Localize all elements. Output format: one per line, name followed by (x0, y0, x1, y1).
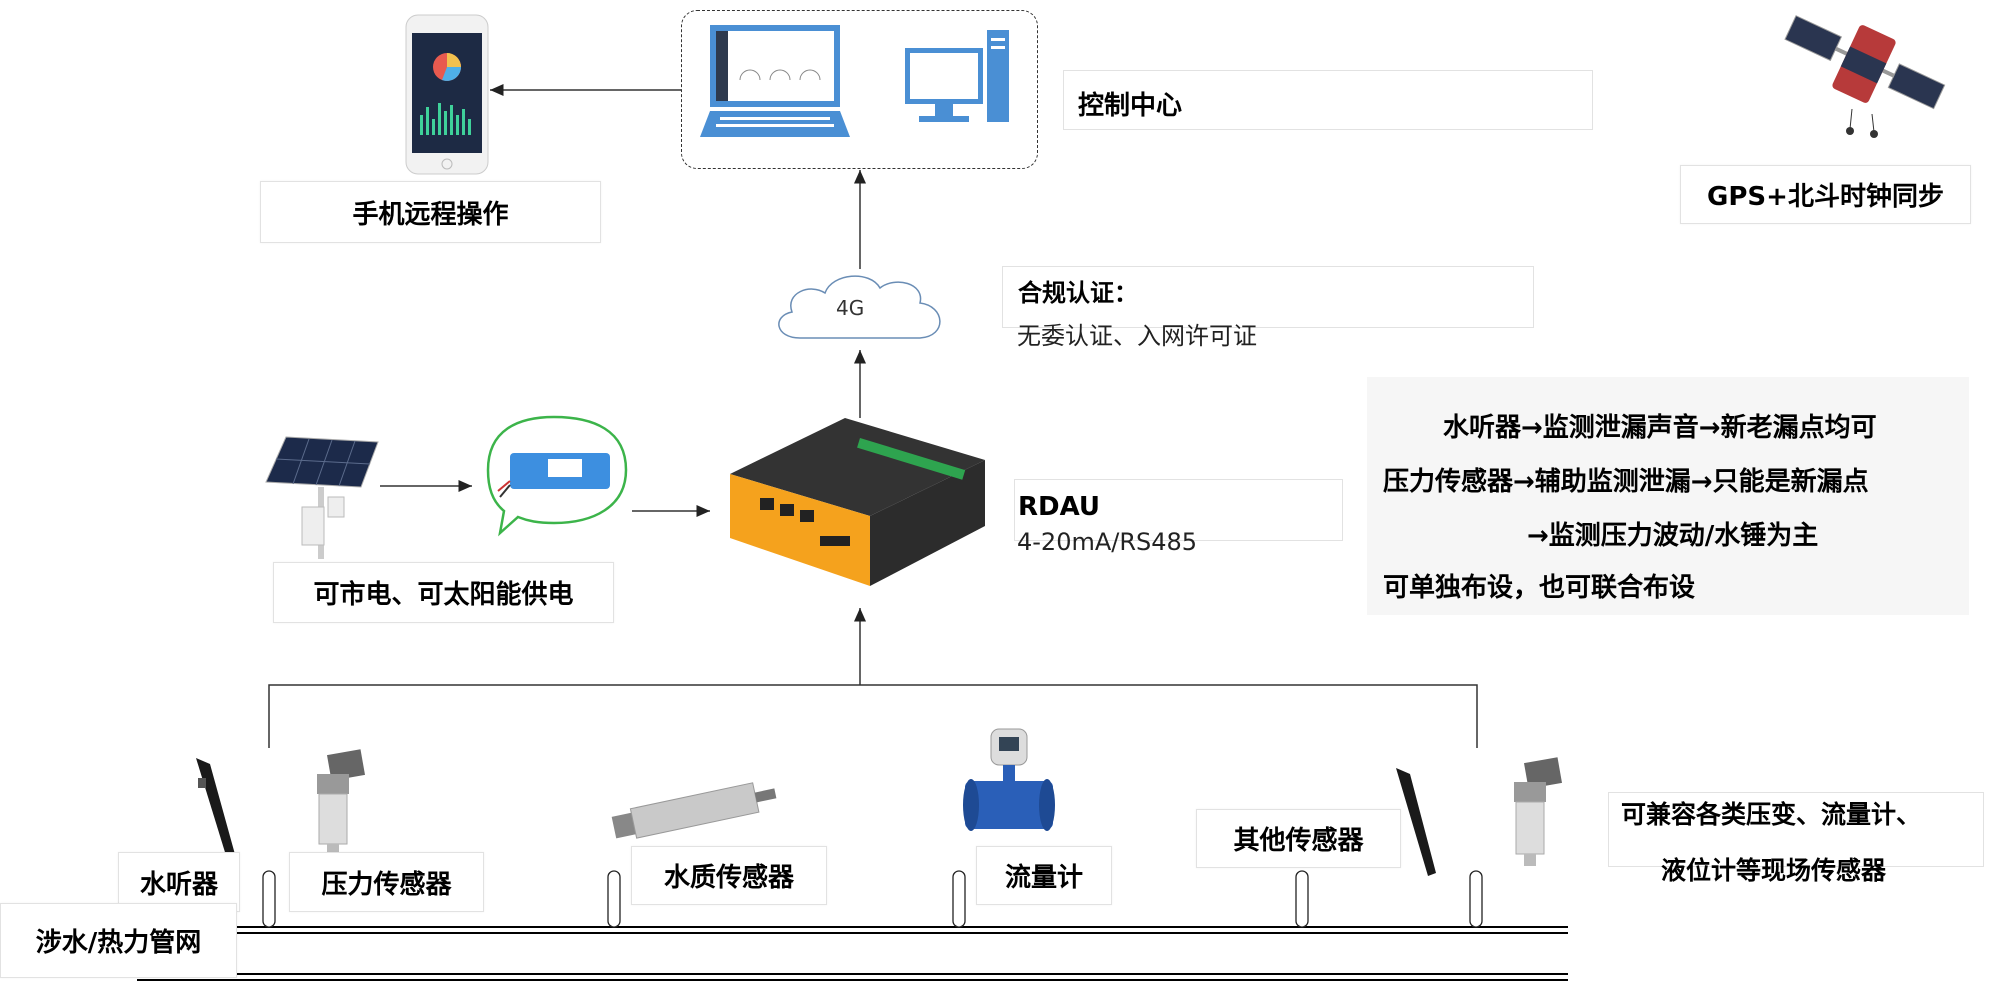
rdau-router-icon (730, 418, 985, 586)
desktop-computer-icon (905, 30, 1009, 122)
compliance-detail: 无委认证、入网许可证 (1017, 322, 1257, 350)
other-sensor-label: 其他传感器 (1196, 809, 1401, 868)
pressure-sensor-label: 压力传感器 (289, 852, 484, 912)
flow-meter-icon (963, 728, 1055, 831)
note-hydrophone: 水听器→监测泄漏声音→新老漏点均可 (1443, 413, 1877, 443)
hydrophone-icon (196, 758, 236, 862)
pipe-network-label: 涉水/热力管网 (0, 903, 237, 978)
other-sensor-probe-icon (1396, 768, 1436, 876)
compat-line-2: 液位计等现场传感器 (1661, 856, 1887, 885)
flow-meter-label: 流量计 (976, 846, 1112, 905)
note-pressure: 压力传感器→辅助监测泄漏→只能是新漏点 (1383, 467, 1869, 497)
compat-line-1: 可兼容各类压变、流量计、 (1621, 800, 1922, 829)
sensor-bus (268, 684, 1478, 748)
rdau-box: RDAU (1014, 479, 1343, 541)
note-pressure-2: →监测压力波动/水锤为主 (1527, 521, 1819, 551)
control-center-box: 控制中心 (1063, 70, 1593, 130)
compliance-title: 合规认证： (1018, 279, 1138, 307)
hydrophone-label: 水听器 (118, 852, 240, 912)
gps-label: GPS+北斗时钟同步 (1680, 165, 1971, 224)
network-label: 4G (836, 296, 865, 320)
rdau-detail: 4-20mA/RS485 (1017, 528, 1198, 556)
water-quality-sensor-icon (611, 782, 777, 839)
power-label: 可市电、可太阳能供电 (273, 562, 614, 623)
notes-box: 水听器→监测泄漏声音→新老漏点均可 压力传感器→辅助监测泄漏→只能是新漏点 →监… (1367, 377, 1969, 615)
satellite-icon (1784, 15, 1946, 138)
rdau-title: RDAU (1018, 492, 1101, 522)
cloud-4g-icon (778, 275, 941, 339)
pipe-taps (262, 870, 1483, 928)
phone-icon (405, 14, 489, 175)
battery-icon (486, 415, 628, 537)
pressure-sensor-icon (317, 749, 365, 856)
note-deployment: 可单独布设，也可联合布设 (1383, 573, 1696, 603)
other-sensor-pressure-icon (1514, 757, 1562, 866)
water-quality-label: 水质传感器 (631, 846, 827, 905)
solar-panel-icon (265, 436, 379, 559)
mobile-label: 手机远程操作 (260, 181, 601, 243)
compat-box: 可兼容各类压变、流量计、 液位计等现场传感器 (1608, 792, 1984, 885)
control-center-group (681, 10, 1038, 169)
laptop-icon (700, 25, 850, 137)
compliance-box: 合规认证： (1002, 266, 1534, 328)
control-center-label: 控制中心 (1078, 91, 1183, 121)
